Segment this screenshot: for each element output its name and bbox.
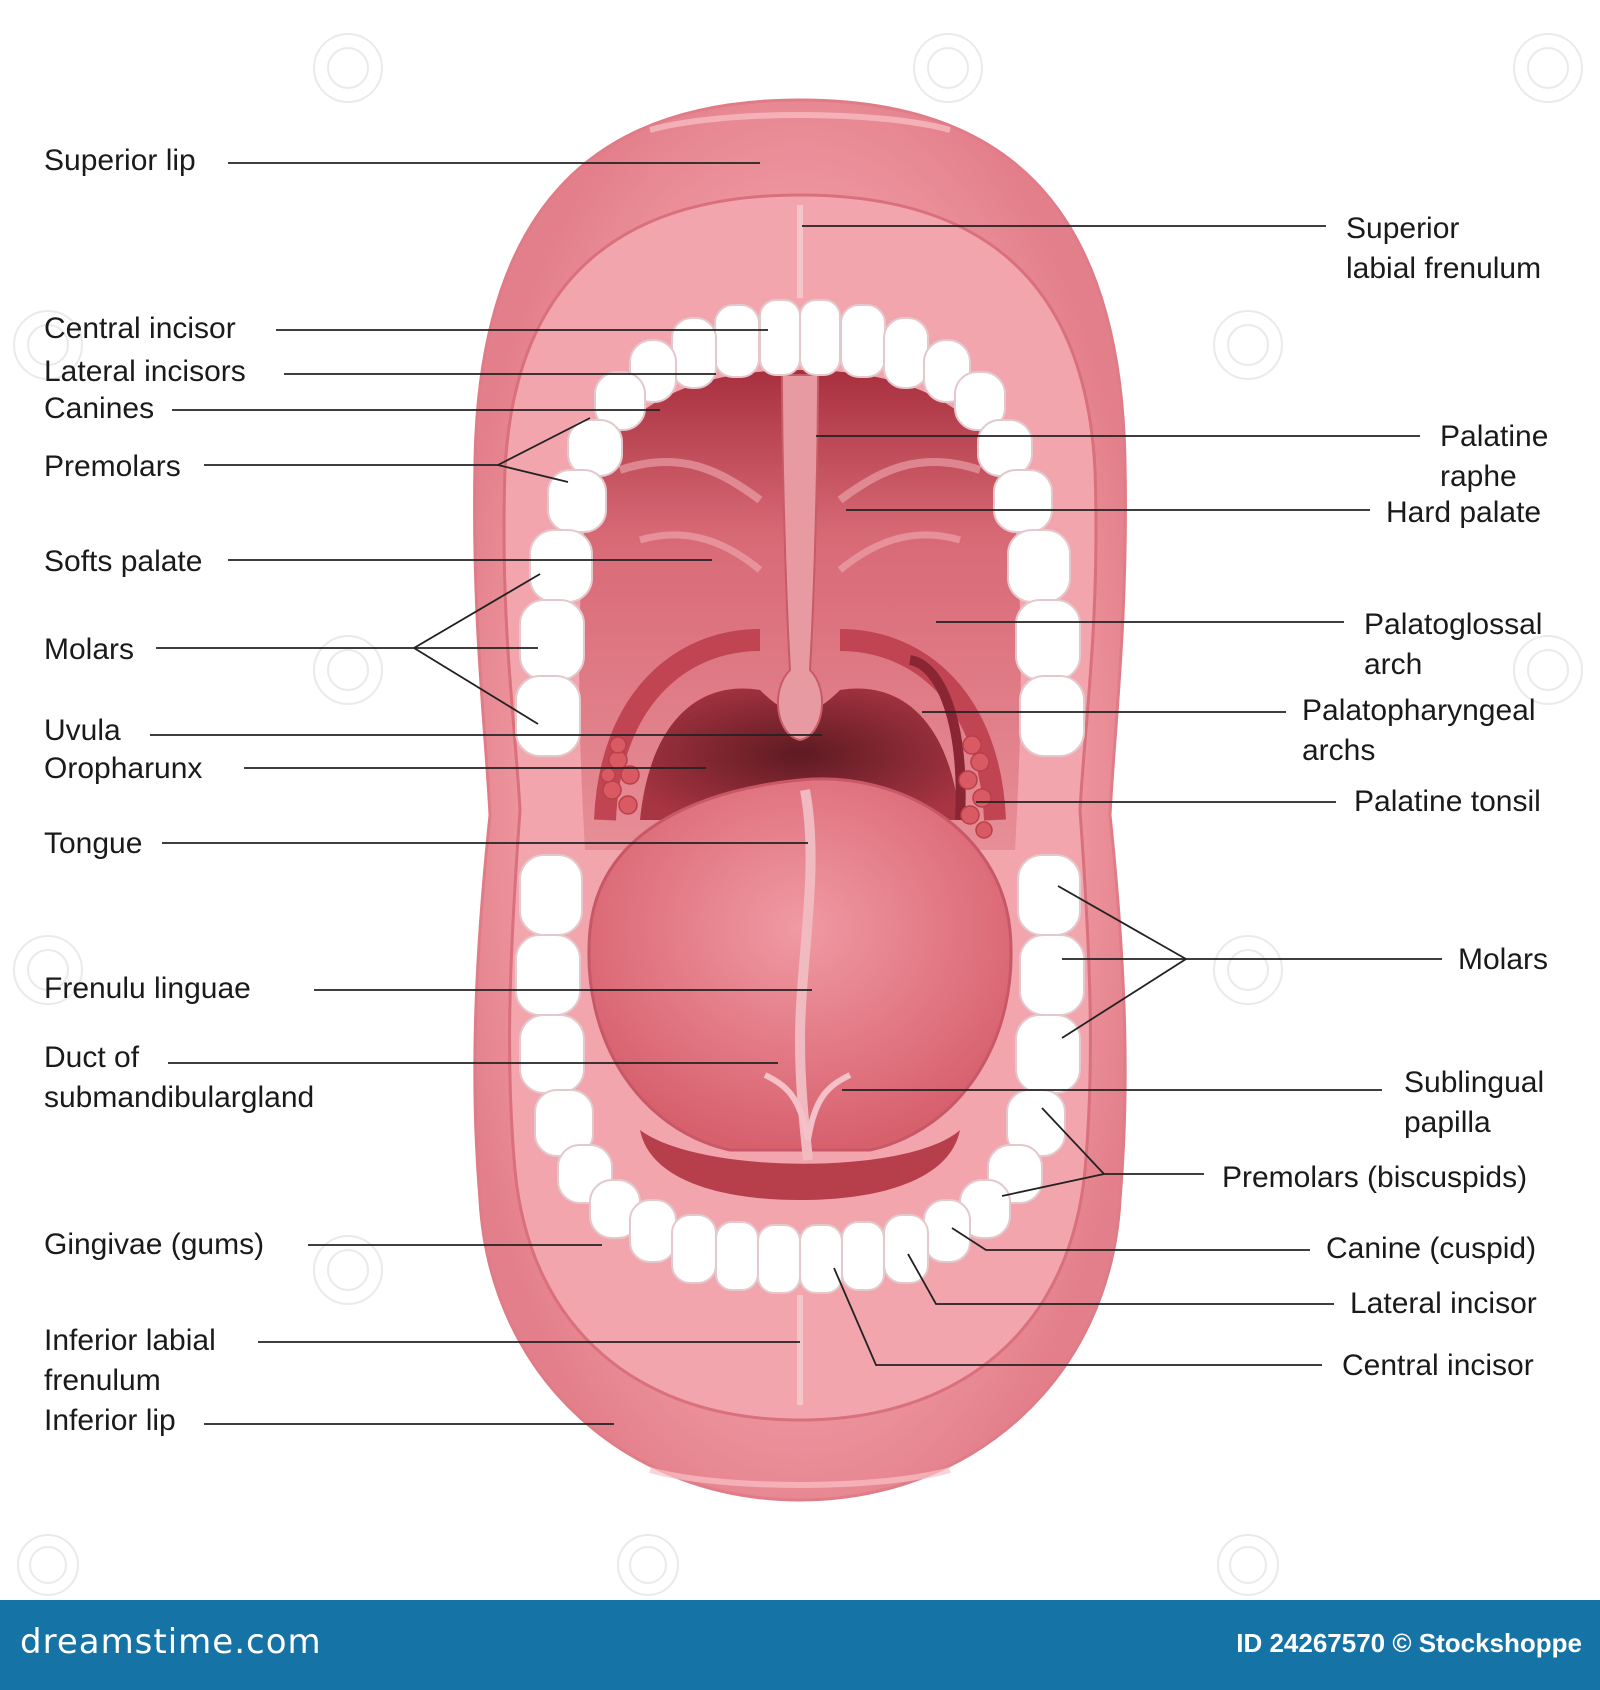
label-central-incisor-upper: Central incisor bbox=[44, 312, 236, 345]
label-molars-upper: Molars bbox=[44, 633, 134, 666]
leader-lines-left bbox=[150, 162, 822, 1425]
palatoglossal-arch-right bbox=[839, 629, 1006, 821]
label-superior-lip: Superior lip bbox=[44, 144, 196, 177]
image-credit: ID 24267570 © Stockshoppe bbox=[1236, 1628, 1582, 1658]
label-lateral-incisors: Lateral incisors bbox=[44, 355, 246, 388]
label-molars-lower: Molars bbox=[1458, 943, 1548, 976]
label-palatine-tonsil: Palatine tonsil bbox=[1354, 785, 1541, 818]
label-premolars-upper: Premolars bbox=[44, 450, 181, 483]
label-oropharynx: Oropharunx bbox=[44, 752, 202, 785]
floor-of-mouth bbox=[640, 1130, 960, 1200]
frenulum bbox=[763, 1072, 852, 1141]
label-soft-palate: Softs palate bbox=[44, 545, 202, 578]
lip-highlight-lower bbox=[649, 1467, 951, 1488]
label-canine-lower: Canine (cuspid) bbox=[1326, 1232, 1536, 1265]
label-frenulum-linguae: Frenulu linguae bbox=[44, 972, 251, 1005]
label-hard-palate: Hard palate bbox=[1386, 496, 1541, 529]
labels-left: Superior lip Central incisor Lateral inc… bbox=[44, 144, 314, 1437]
label-central-incisor-lower: Central incisor bbox=[1342, 1349, 1534, 1382]
label-premolars-lower: Premolars (biscuspids) bbox=[1222, 1161, 1527, 1194]
palatopharyngeal-arch bbox=[908, 655, 966, 821]
label-gingivae: Gingivae (gums) bbox=[44, 1228, 264, 1261]
label-uvula: Uvula bbox=[44, 714, 121, 747]
label-canines: Canines bbox=[44, 392, 154, 425]
dreamstime-logo: dreamstime.com bbox=[20, 1622, 322, 1662]
lower-teeth bbox=[515, 854, 1085, 1294]
leader-lines-right bbox=[802, 225, 1442, 1366]
stock-footer-bar: dreamstime.com ID 24267570 © Stockshoppe bbox=[0, 1600, 1600, 1690]
palatine-raphe-uvula bbox=[776, 374, 824, 742]
lip-highlight bbox=[649, 112, 951, 133]
upper-teeth bbox=[515, 299, 1085, 757]
label-lateral-incisor-lower: Lateral incisor bbox=[1350, 1287, 1537, 1320]
label-inferior-lip: Inferior lip bbox=[44, 1404, 176, 1437]
palate-folds bbox=[618, 458, 982, 573]
label-tongue: Tongue bbox=[44, 827, 142, 860]
mouth-anatomy-diagram: Superior lip Central incisor Lateral inc… bbox=[13, 33, 1583, 1596]
